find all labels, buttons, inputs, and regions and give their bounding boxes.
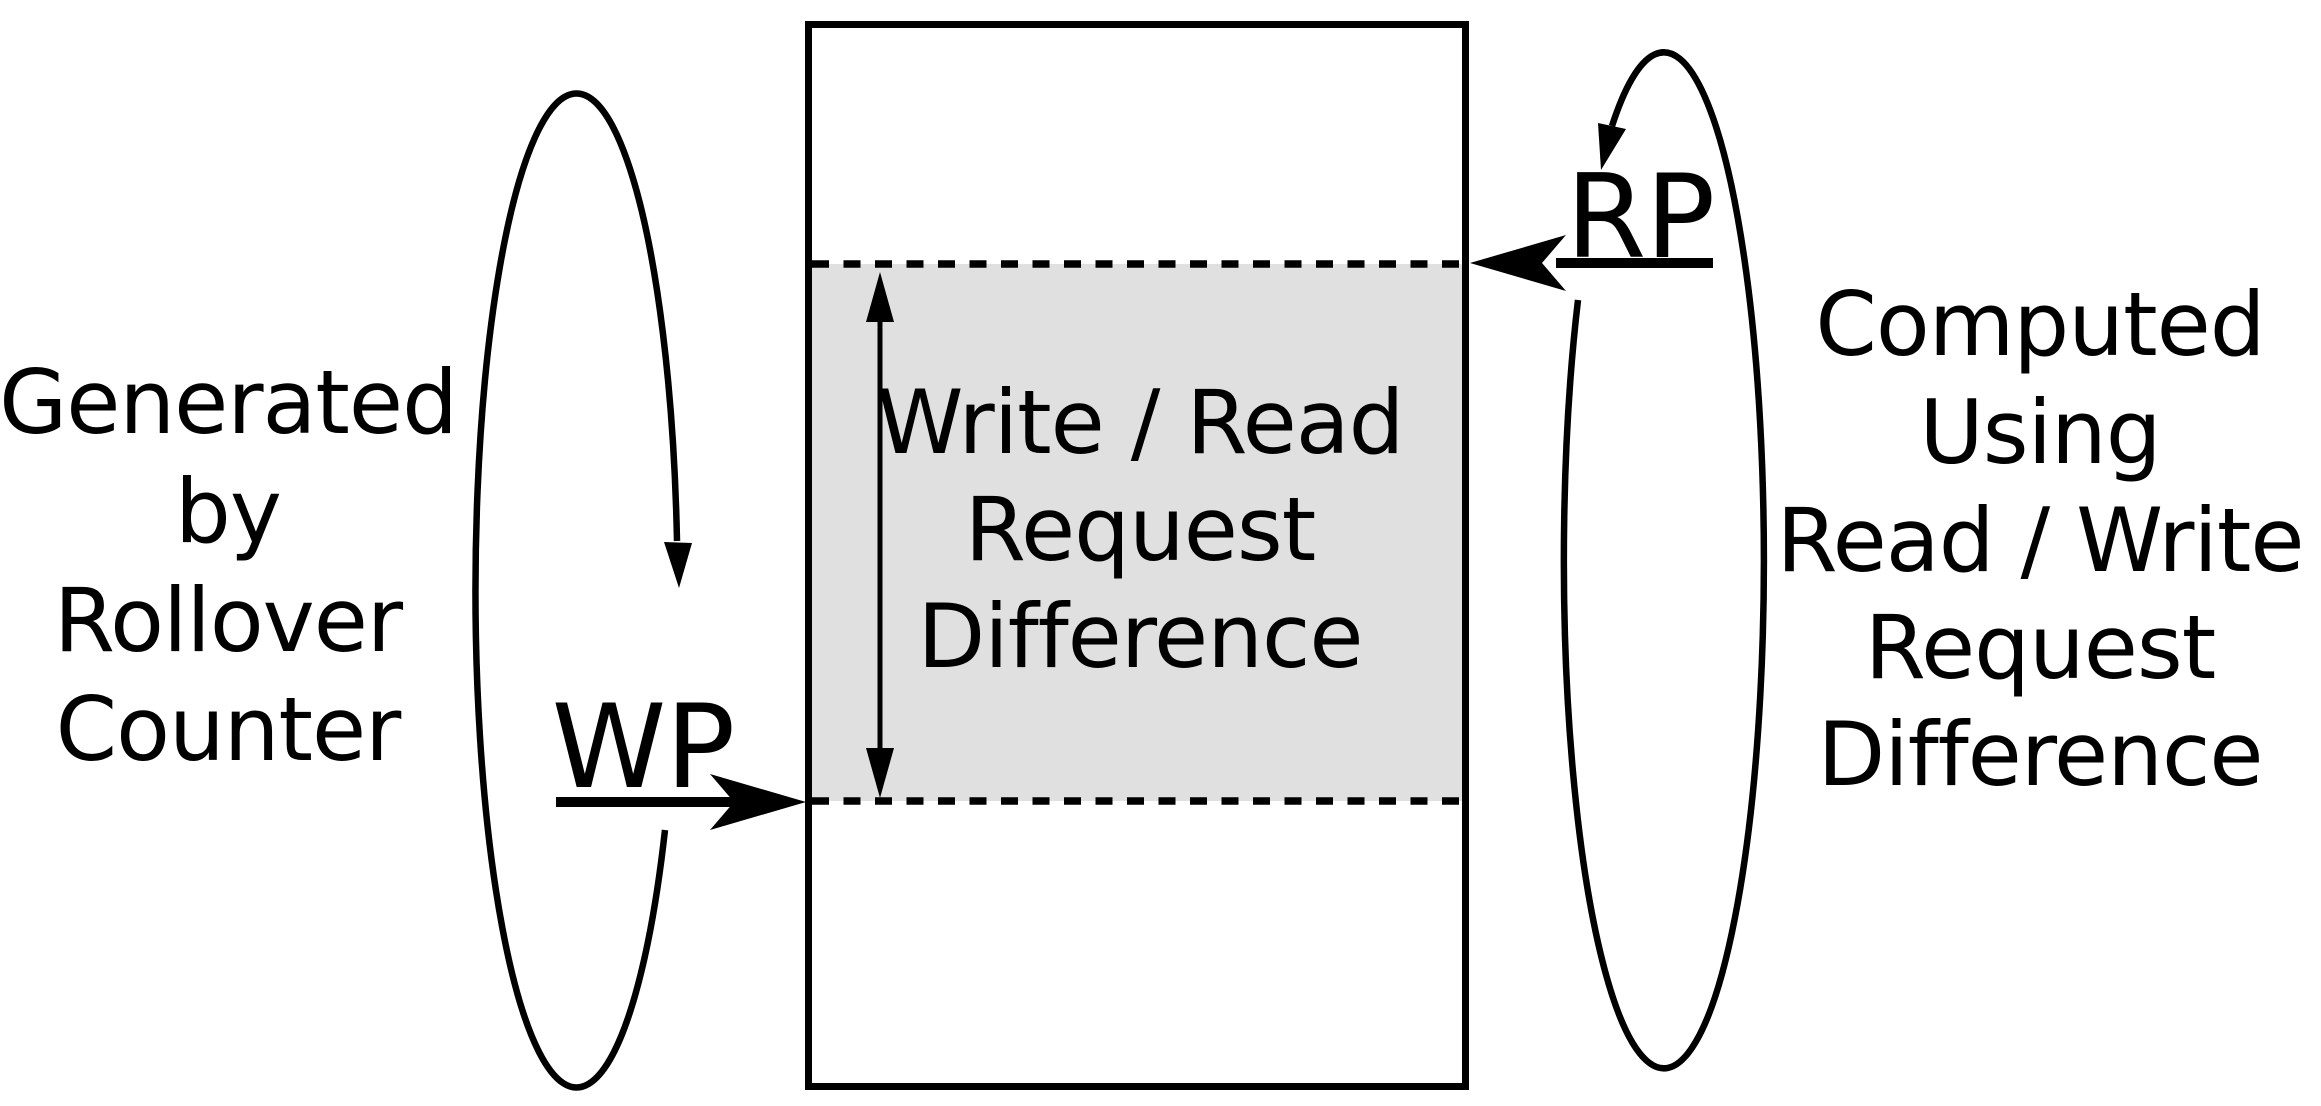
rp-arrowhead-icon — [1470, 235, 1566, 291]
right-caption-line-3: Read / Write — [1776, 489, 2303, 592]
difference-arrow-down-head-icon — [866, 748, 894, 798]
read-loop-arrowhead-icon — [1598, 123, 1626, 170]
difference-arrow-up-head-icon — [866, 272, 894, 322]
wp-arrow-icon — [556, 774, 806, 830]
left-caption-line-3: Rollover — [54, 569, 404, 672]
wp-label: WP — [552, 680, 735, 815]
read-loop-arc — [1560, 49, 1768, 1072]
difference-double-arrow-icon — [866, 272, 894, 798]
rp-arrow-icon — [1470, 235, 1713, 291]
region-label-line-3: Difference — [918, 585, 1363, 688]
region-label-line-1: Write / Read — [876, 371, 1403, 474]
read-pointer-loop-icon — [1560, 49, 1768, 1072]
write-loop-arc — [472, 90, 681, 1091]
region-label-line-2: Request — [965, 478, 1315, 581]
right-caption-line-2: Using — [1919, 381, 2160, 484]
right-caption-line-5: Difference — [1818, 703, 2263, 806]
left-caption-line-4: Counter — [56, 678, 402, 781]
write-pointer-loop-icon — [472, 90, 692, 1091]
right-caption-line-4: Request — [1865, 596, 2215, 699]
left-caption-line-2: by — [175, 460, 281, 563]
right-caption-line-1: Computed — [1815, 273, 2264, 376]
occupied-region — [812, 264, 1462, 801]
write-loop-arrowhead-icon — [664, 542, 692, 588]
wp-arrowhead-icon — [710, 774, 806, 830]
left-caption-line-1: Generated — [0, 351, 457, 454]
